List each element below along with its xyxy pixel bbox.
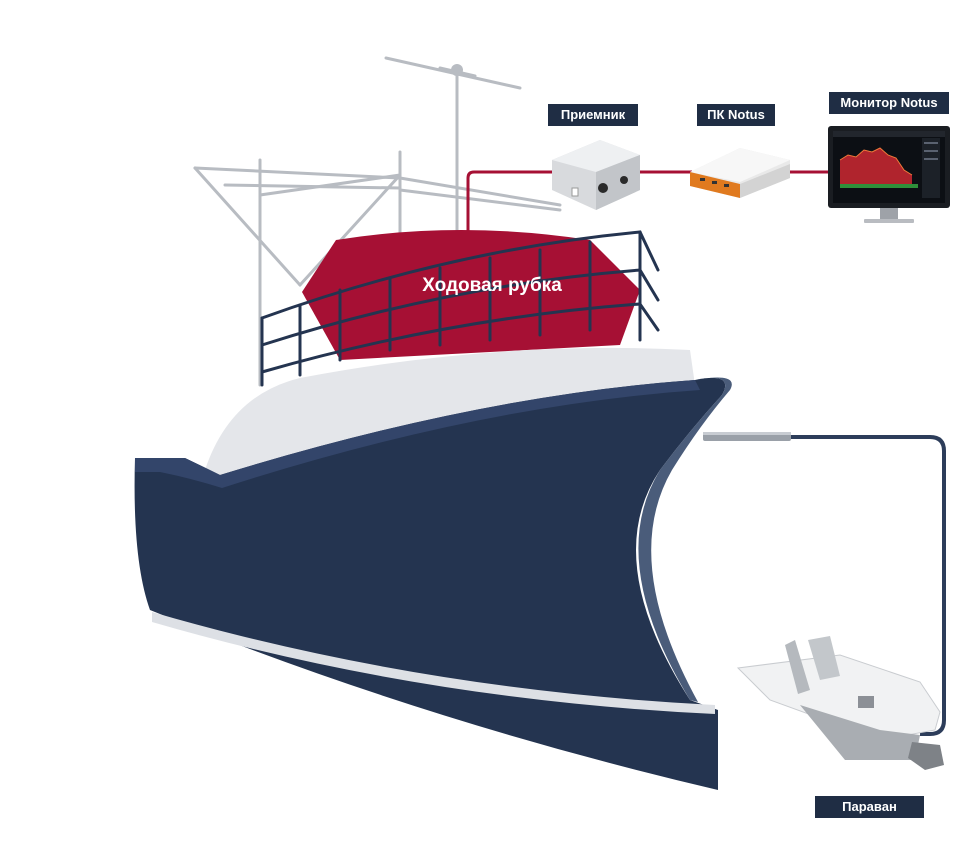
signal-cable-red — [466, 170, 833, 232]
hull — [134, 377, 726, 790]
antenna-hub — [451, 64, 463, 76]
railing — [260, 230, 660, 387]
hull-rim — [135, 380, 700, 488]
wheelhouse — [302, 230, 640, 360]
hull-stripe — [152, 612, 715, 714]
label-pc: ПК Notus — [697, 104, 775, 126]
label-monitor: Монитор Notus — [829, 92, 949, 114]
label-receiver: Приемник — [548, 104, 638, 126]
label-wheelhouse: Ходовая рубка — [422, 275, 562, 296]
paravan-icon — [736, 636, 944, 770]
deck — [205, 347, 695, 475]
monitor-icon — [828, 126, 950, 223]
signal-cable-blue — [791, 435, 946, 736]
hull-bow-edge — [638, 377, 732, 702]
label-paravan: Параван — [815, 796, 924, 818]
sonar-pole-highlight — [703, 432, 791, 435]
receiver-box-icon — [552, 140, 640, 210]
mini-pc-icon — [690, 148, 790, 198]
mast-rigging — [193, 56, 562, 387]
